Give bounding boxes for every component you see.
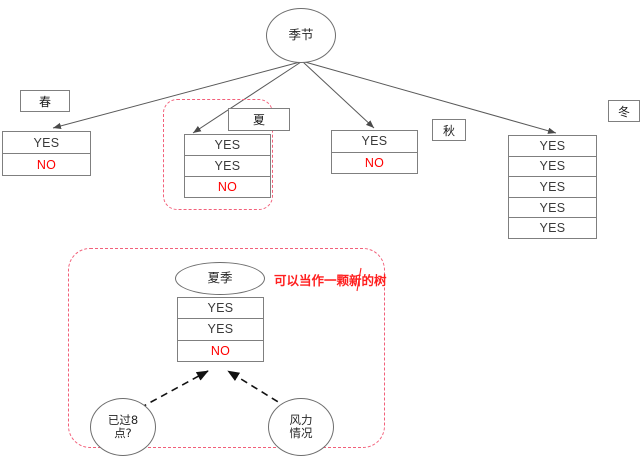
table-row: YES (185, 135, 270, 156)
detail-root-node-summer[interactable]: 夏季 (175, 262, 265, 295)
cell-value: YES (539, 221, 566, 236)
table-row: YES (509, 157, 596, 178)
cell-value: NO (36, 157, 57, 172)
table-summer[interactable]: YES YES NO (184, 134, 271, 198)
season-label-spring-text: 春 (38, 94, 51, 109)
annotation-new-tree: 可以当作一颗新的树 (274, 270, 387, 289)
cell-value: YES (361, 134, 388, 149)
highlight-group-summer (163, 99, 273, 210)
detail-child-node-time[interactable]: 已过8 点? (90, 398, 156, 456)
cell-value: YES (539, 159, 566, 174)
edge-root-to-autumn (302, 61, 375, 129)
table-row: YES (509, 136, 596, 157)
cell-value: YES (539, 200, 566, 215)
table-row: YES (178, 298, 263, 320)
table-winter[interactable]: YES YES YES YES YES (508, 135, 597, 239)
cell-value: NO (364, 155, 385, 170)
cell-value: YES (214, 159, 241, 173)
root-node-label: 季节 (288, 27, 314, 43)
detail-group-summer-subtree (68, 248, 385, 448)
table-spring[interactable]: YES NO (2, 131, 91, 176)
cell-value: YES (207, 322, 234, 337)
cell-value: YES (33, 135, 60, 150)
table-row: YES (509, 177, 596, 198)
detail-child-wind-line1: 风力 (289, 412, 313, 427)
season-label-autumn[interactable]: 秋 (432, 119, 466, 141)
detail-child-wind-line2: 情况 (289, 426, 313, 440)
season-label-spring[interactable]: 春 (20, 90, 70, 112)
cell-value: YES (539, 138, 566, 153)
table-row: NO (185, 177, 270, 197)
detail-child-node-wind[interactable]: 风力 情况 (268, 398, 334, 456)
table-autumn[interactable]: YES NO (331, 130, 418, 174)
cell-value: NO (210, 343, 231, 358)
detail-child-time-line1: 已过8 (107, 412, 139, 427)
season-label-winter-text: 冬 (617, 104, 630, 119)
table-row: YES (185, 156, 270, 177)
season-label-summer[interactable]: 夏 (228, 108, 290, 131)
table-row: YES (509, 198, 596, 219)
season-label-autumn-text: 秋 (442, 123, 455, 138)
detail-root-node-label: 夏季 (207, 270, 233, 286)
season-label-winter[interactable]: 冬 (608, 100, 640, 122)
cell-value: YES (214, 138, 241, 152)
table-row: YES (332, 131, 417, 153)
annotation-text: 可以当作一颗新的树 (274, 273, 387, 288)
cell-value: YES (207, 301, 234, 316)
table-row: YES (3, 132, 90, 154)
table-row: NO (332, 153, 417, 174)
cell-value: NO (217, 180, 238, 194)
table-row: NO (178, 341, 263, 361)
cell-value: YES (539, 179, 566, 194)
detail-child-time-line2: 点? (114, 426, 132, 440)
table-row: NO (3, 154, 90, 175)
table-row: YES (509, 218, 596, 238)
table-detail-summer[interactable]: YES YES NO (177, 297, 264, 362)
table-row: YES (178, 319, 263, 341)
edge-root-to-winter (304, 61, 557, 134)
season-label-summer-text: 夏 (252, 113, 265, 127)
root-node-season[interactable]: 季节 (266, 8, 336, 63)
